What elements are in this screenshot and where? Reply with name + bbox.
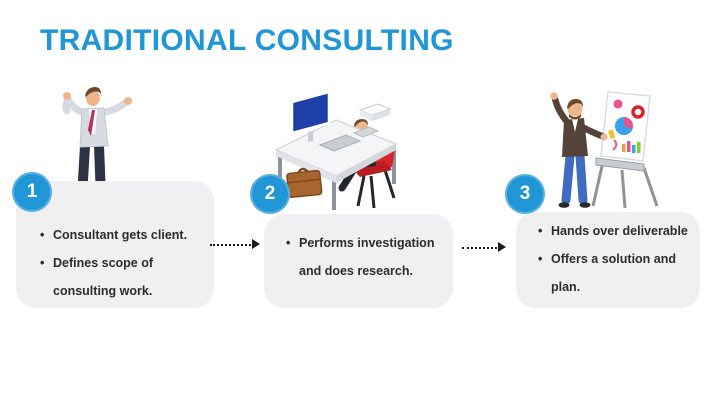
desk-edge-right: [336, 144, 396, 183]
bullet-item: Performs investigation and does research…: [286, 229, 438, 285]
step-1-bullet-list: Consultant gets client. Defines scope of…: [40, 221, 202, 305]
chair-leg-3: [369, 175, 376, 209]
monitor-screen: [290, 90, 331, 135]
paper-side-right: [372, 109, 390, 121]
presenter-shoe-left: [558, 202, 570, 208]
head: [86, 90, 100, 106]
presenter-icon: [550, 92, 608, 208]
arrow-dots: [462, 246, 497, 249]
briefcase-body: [286, 169, 323, 199]
bullet-item: Offers a solution and plan.: [538, 245, 696, 301]
chart-red-donut: [631, 105, 645, 119]
presenter-shirt: [572, 119, 578, 132]
presenter-leg-right: [575, 151, 588, 205]
step-card-2: Performs investigation and does research…: [264, 214, 453, 308]
dotted-arrow-icon: [462, 241, 506, 253]
briefcase-handle: [297, 167, 309, 174]
easel-tray: [595, 157, 645, 172]
keyboard-icon: [318, 134, 362, 152]
bullet-item: Consultant gets client.: [40, 221, 202, 249]
consultant-presenting-illustration: [550, 91, 659, 209]
chart-pie-slice: [624, 116, 634, 129]
presenter-shoe-right: [579, 202, 591, 208]
mousepad-icon: [352, 126, 380, 138]
consultant-desk-illustration: [274, 90, 398, 210]
hair: [85, 87, 101, 97]
monitor-icon: [290, 90, 331, 142]
step-3-bullet-list: Hands over deliverable Offers a solution…: [538, 217, 696, 301]
right-arm: [98, 99, 129, 117]
desk-edge-front: [276, 150, 336, 183]
presenter-pointing-hand: [600, 133, 608, 141]
bullet-item: Hands over deliverable: [538, 217, 696, 245]
bar-2: [627, 141, 631, 152]
monitor-stand: [308, 131, 313, 142]
briefcase-seam: [287, 178, 321, 184]
easel-leg-center: [620, 169, 627, 209]
step-card-3: Hands over deliverable Offers a solution…: [516, 212, 700, 308]
step-number-badge-1: 1: [12, 172, 52, 212]
briefcase-icon: [286, 167, 323, 199]
arrow-head: [498, 242, 506, 252]
tie: [88, 110, 95, 136]
presenter-hair: [567, 99, 583, 109]
presenter-raised-arm: [551, 95, 572, 127]
right-hand: [124, 97, 132, 105]
person-hair: [354, 119, 368, 127]
step-number-badge-3: 3: [505, 174, 545, 214]
page-title: TRADITIONAL CONSULTING: [40, 24, 454, 57]
chart-mini-bars: [622, 141, 641, 153]
flipchart-icon: [591, 91, 659, 209]
bar-3: [632, 145, 636, 153]
chair-leg-2: [383, 169, 396, 199]
step-number-badge-2: 2: [250, 174, 290, 214]
presenter-jacket: [562, 118, 588, 157]
presenter-leg-left: [561, 151, 575, 205]
chart-yellow-marker: [608, 129, 616, 139]
easel-leg-left: [591, 165, 604, 207]
chair-seat: [352, 161, 392, 177]
arrow-dots: [210, 243, 251, 246]
bar-1: [622, 144, 626, 152]
chart-pink-dot: [613, 99, 623, 109]
left-hand: [63, 92, 71, 100]
easel-leg-right: [642, 167, 659, 207]
paper-side-left: [360, 110, 372, 121]
dotted-arrow-icon: [210, 238, 260, 250]
chair-leg-1: [356, 175, 366, 207]
step-2-bullet-list: Performs investigation and does research…: [286, 229, 438, 285]
paper-stack-icon: [358, 103, 392, 121]
presenter-raised-hand: [550, 92, 558, 100]
bullet-item: Defines scope of consulting work.: [40, 249, 202, 305]
arrow-head: [252, 239, 260, 249]
bar-4: [637, 142, 641, 153]
chart-squiggle: [612, 139, 618, 151]
desk-scene-icon: [274, 90, 398, 210]
presenter-beard: [569, 114, 581, 120]
